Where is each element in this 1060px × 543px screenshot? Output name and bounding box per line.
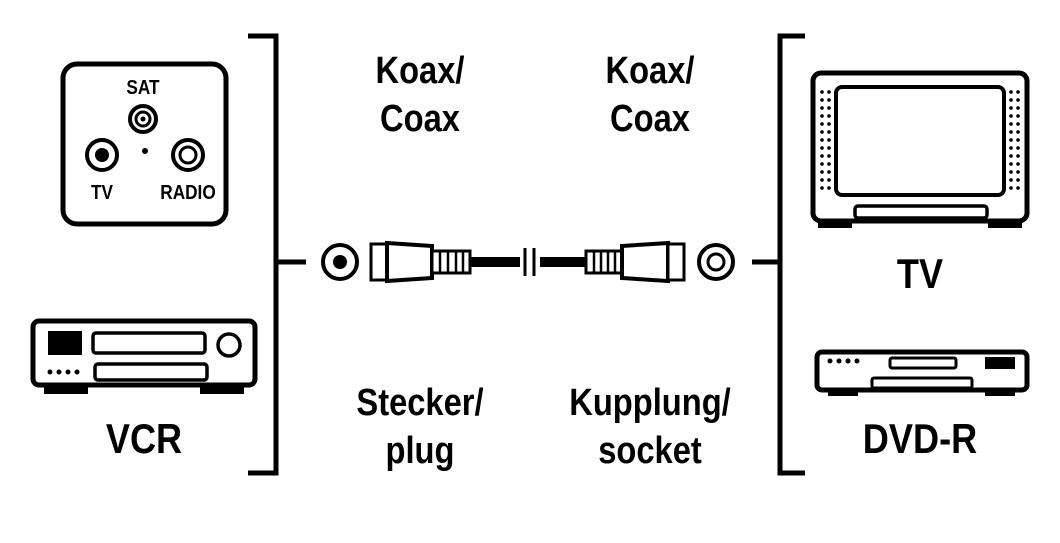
plug-label-line2: plug — [385, 430, 455, 472]
plug-label-line1: Stecker/ — [356, 382, 484, 424]
wall-socket-icon — [60, 61, 229, 227]
left-bracket — [248, 33, 279, 476]
coax-left-label-line1: Koax/ — [375, 50, 465, 92]
right-bracket — [777, 33, 805, 476]
wall-socket-tv-label: TV — [91, 182, 113, 204]
tv-icon — [810, 70, 1030, 228]
coax-left-label-line2: Coax — [380, 98, 460, 140]
wall-socket-radio-label: RADIO — [160, 182, 216, 204]
dvd-label: DVD-R — [862, 415, 978, 462]
dvd-recorder-icon — [814, 349, 1030, 396]
coax-right-label-line1: Koax/ — [605, 50, 695, 92]
coax-cable-icon — [470, 248, 586, 276]
tv-label: TV — [896, 250, 944, 297]
vcr-icon — [30, 318, 258, 394]
vcr-label: VCR — [105, 415, 183, 462]
coax-plug-icon — [321, 240, 472, 284]
socket-label-line2: socket — [598, 430, 702, 472]
socket-label-line1: Kupplung/ — [569, 382, 731, 424]
wall-socket-sat-label: SAT — [126, 77, 160, 99]
coax-right-label-line2: Coax — [610, 98, 690, 140]
coax-socket-icon — [584, 240, 735, 284]
